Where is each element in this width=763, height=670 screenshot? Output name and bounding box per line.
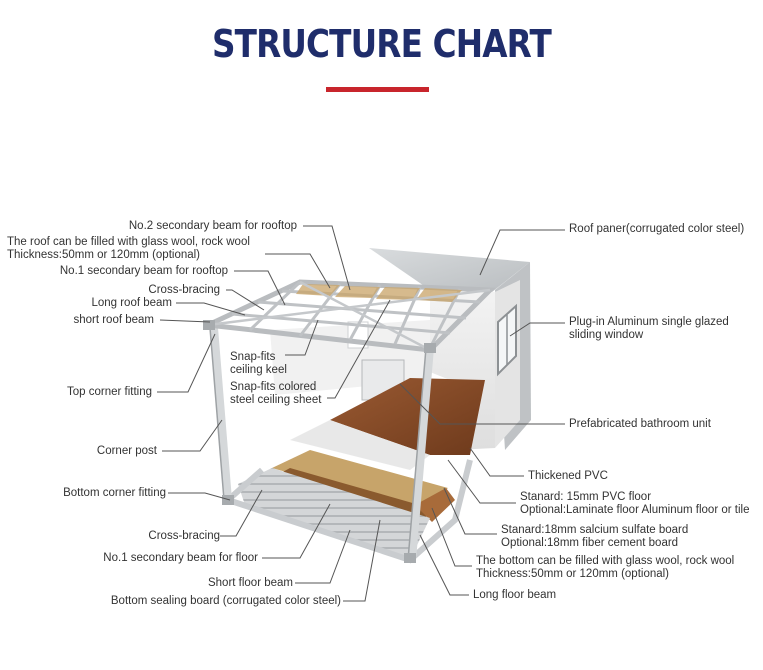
label-roof-fill-line1: The roof can be filled with glass wool, … [7, 236, 250, 248]
label-top-corner-fitting: Top corner fitting [66, 386, 152, 398]
label-roof-fill-line2: Thickness:50mm or 120mm (optional) [7, 249, 201, 261]
label-window-line2: sliding window [569, 329, 644, 341]
label-snapfits-sheet-line1: Snap-fits colored [230, 381, 317, 393]
label-bathroom-unit: Prefabricated bathroom unit [569, 418, 711, 430]
label-standard-pvc: Stanard: 15mm PVC floor Optional:Laminat… [520, 491, 749, 517]
label-snapfits-keel-line2: ceiling keel [230, 364, 287, 376]
label-long-roof-beam: Long roof beam [91, 297, 172, 309]
label-corner-post: Corner post [96, 445, 157, 457]
label-standard-board: Stanard:18mm salcium sulfate board Optio… [501, 524, 688, 550]
page-title: STRUCTURE CHART [211, 22, 552, 66]
label-short-floor-beam: Short floor beam [207, 577, 293, 589]
floor-grating [238, 468, 430, 560]
label-standard-board-line2: Optional:18mm fiber cement board [501, 537, 679, 549]
wood-floor-upper [330, 378, 485, 455]
label-standard-pvc-line2: Optional:Laminate floor Aluminum floor o… [520, 504, 750, 516]
label-bottom-fill-line1: The bottom can be filled with glass wool… [476, 555, 735, 567]
label-no1-secondary-beam-floor: No.1 secondary beam for floor [103, 552, 258, 564]
label-bottom-sealing-board: Bottom sealing board (corrugated color s… [110, 595, 341, 607]
label-cross-bracing-bottom: Cross-bracing [148, 530, 220, 542]
label-long-floor-beam: Long floor beam [473, 589, 557, 601]
label-short-roof-beam: short roof beam [73, 314, 154, 326]
label-standard-board-line1: Stanard:18mm salcium sulfate board [501, 524, 689, 536]
corner-posts [210, 327, 434, 561]
roof-insulation [296, 284, 462, 302]
label-snapfits-sheet: Snap-fits colored steel ceiling sheet [230, 381, 321, 407]
roof-cross-bracing [207, 280, 491, 352]
label-window: Plug-in Aluminum single glazed sliding w… [569, 316, 729, 342]
label-bottom-fill: The bottom can be filled with glass wool… [476, 555, 734, 581]
label-window-line1: Plug-in Aluminum single glazed [569, 316, 729, 328]
label-bottom-fill-line2: Thickness:50mm or 120mm (optional) [476, 568, 670, 580]
pvc-floor [290, 420, 430, 470]
title-underline [326, 87, 429, 92]
label-snapfits-sheet-line2: steel ceiling sheet [230, 394, 322, 406]
leader-lines [157, 225, 565, 602]
corner-fittings [203, 320, 436, 563]
label-snapfits-keel-line1: Snap-fits [230, 351, 276, 363]
label-bottom-corner-fitting: Bottom corner fitting [63, 487, 166, 499]
label-roof-panel: Roof paner(corrugated color steel) [569, 223, 745, 235]
label-snapfits-keel: Snap-fits ceiling keel [230, 351, 287, 377]
label-no2-secondary-beam-rooftop: No.2 secondary beam for rooftop [128, 220, 297, 232]
label-standard-pvc-line1: Stanard: 15mm PVC floor [520, 491, 652, 503]
label-roof-fill: The roof can be filled with glass wool, … [7, 236, 250, 262]
label-cross-bracing-top: Cross-bracing [148, 284, 220, 296]
label-thickened-pvc: Thickened PVC [528, 470, 608, 482]
label-no1-secondary-beam-rooftop: No.1 secondary beam for rooftop [59, 265, 228, 277]
window-frame [497, 303, 517, 377]
